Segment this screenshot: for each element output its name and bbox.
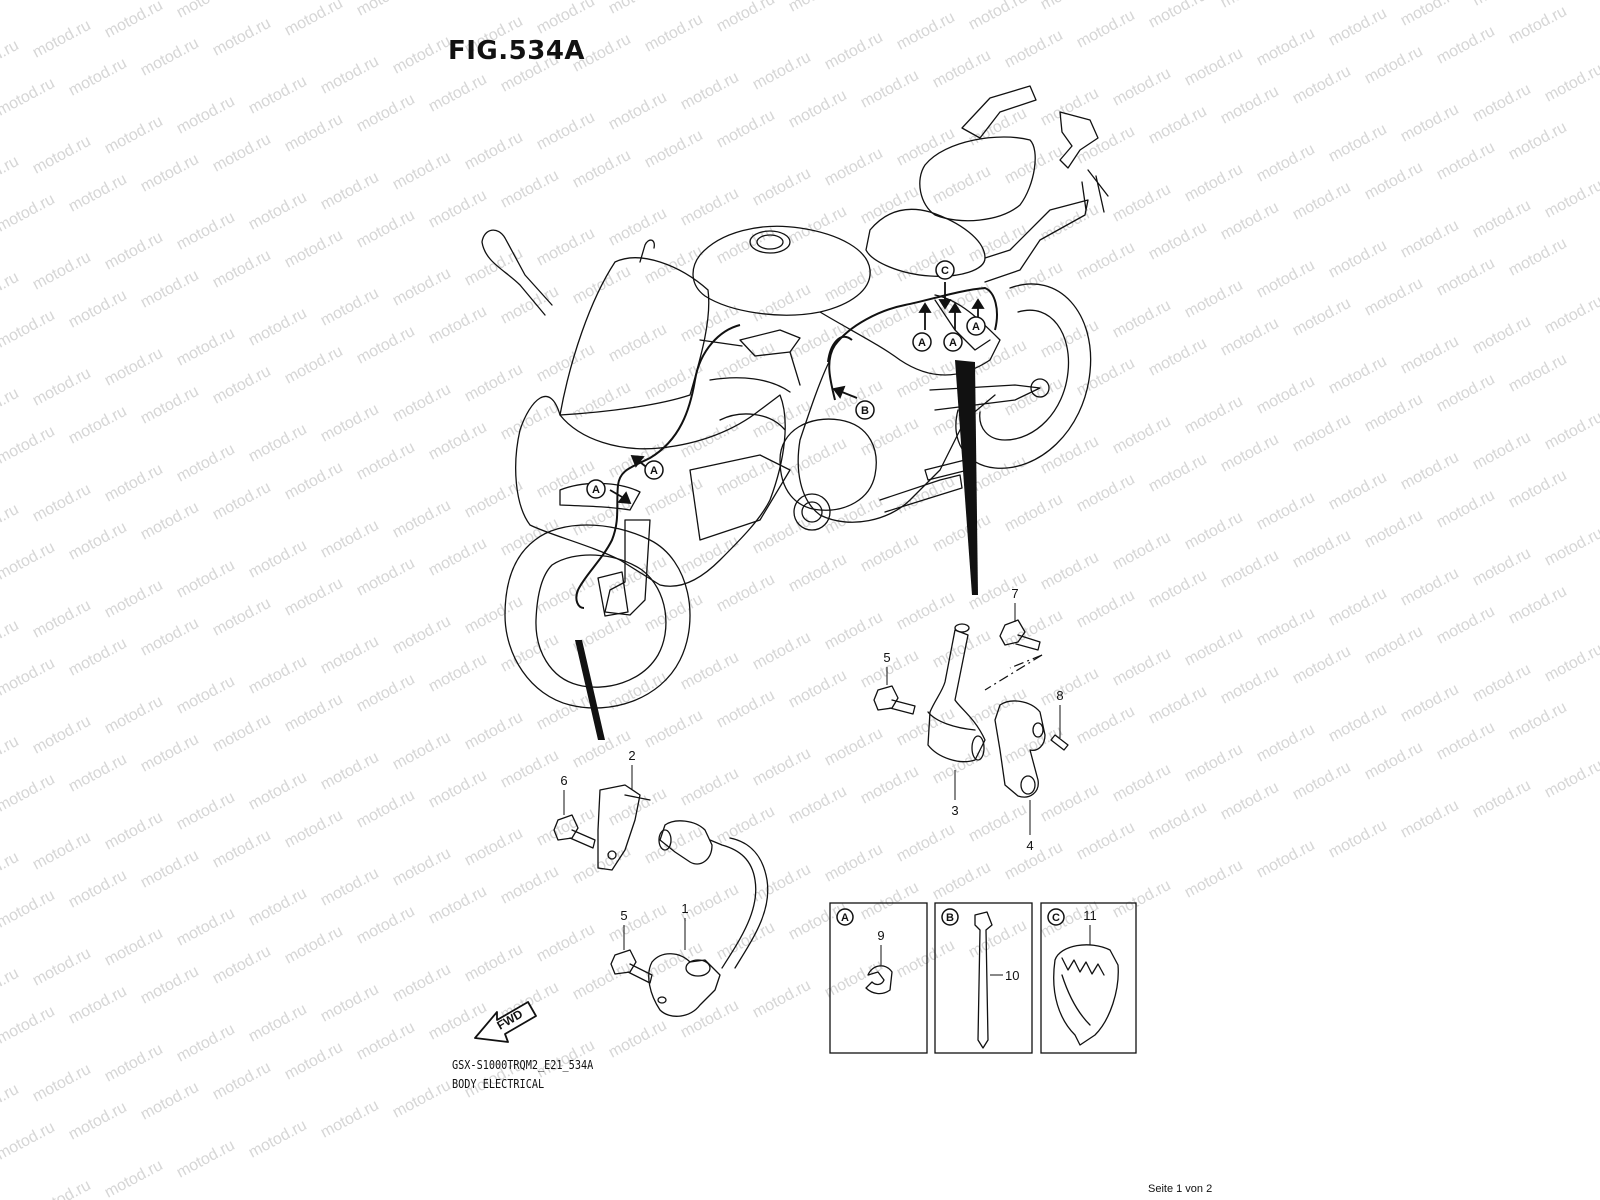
svg-text:B: B: [861, 405, 869, 417]
callout-a-bike-5: A: [586, 479, 606, 499]
shock: [934, 299, 991, 351]
detail-box-b: B 10: [934, 902, 1033, 1054]
front-fairing: [515, 394, 786, 587]
page-indicator: Seite 1 von 2: [1148, 1183, 1213, 1195]
model-code: GSX-S1000TRQM2_E21_534A: [452, 1058, 594, 1072]
rear-rack-arm: [1059, 111, 1099, 169]
engine-cover: [793, 493, 831, 531]
rear-sensor-leader: [955, 360, 978, 595]
harness-branch: [827, 335, 853, 363]
callout-a-bike-1: A: [912, 332, 932, 352]
brake-lever: [699, 339, 801, 386]
pin: [1050, 734, 1069, 751]
front-sensor-leader: [575, 640, 605, 740]
fairing-line-1: [709, 377, 791, 393]
rear-bracket-bolt: [999, 619, 1041, 651]
front-wheel: [504, 524, 691, 709]
svg-text:A: A: [949, 337, 957, 349]
svg-text:A: A: [650, 465, 658, 477]
detail-box-b-letter: B: [946, 912, 954, 924]
bolt-centerline: [984, 654, 1043, 691]
svg-text:A: A: [918, 337, 926, 349]
rear-sensor-harness: [828, 287, 998, 401]
fairing-side-panel: [689, 454, 791, 541]
front-sensor-group: 2 6 5 1: [553, 748, 769, 1017]
rear-seat: [919, 136, 1036, 222]
front-fork: [604, 519, 651, 616]
rear-wheel: [955, 283, 1092, 469]
rear-wheel-inner: [979, 309, 1070, 441]
part-number-7: 7: [1011, 586, 1018, 601]
rear-wheel-speed-sensor: [927, 629, 986, 763]
rear-axle: [1030, 378, 1050, 398]
section-name: BODY ELECTRICAL: [452, 1077, 545, 1091]
callout-a-bike-3: A: [966, 316, 986, 336]
detail-box-a: A 9: [829, 902, 928, 1054]
headlight: [559, 482, 641, 511]
front-sensor-harness: [575, 324, 741, 609]
engine-block: [779, 418, 877, 511]
detail-box-c: C 11: [1040, 902, 1137, 1054]
part-number-5-front: 5: [620, 908, 627, 923]
windscreen: [559, 257, 710, 416]
callout-b-bike: B: [855, 400, 875, 420]
svg-text:C: C: [941, 265, 949, 277]
fuel-cap: [749, 230, 791, 254]
front-sensor-bracket: [597, 784, 651, 871]
callout-a-bike-2: A: [943, 332, 963, 352]
part-number-6: 6: [560, 773, 567, 788]
part-number-9: 9: [877, 928, 884, 943]
tail-bracket: [1081, 169, 1109, 213]
part-number-2: 2: [628, 748, 635, 763]
motorcycle-illustration: C A A A B A A: [481, 85, 1109, 740]
sensor-cable: [709, 839, 757, 969]
part-number-3: 3: [951, 803, 958, 818]
rear-sensor-group: 7 5 8 3 4: [873, 586, 1069, 853]
detail-box-a-letter: A: [841, 912, 849, 924]
swingarm: [929, 384, 1041, 411]
part-number-10: 10: [1005, 968, 1019, 983]
svg-text:A: A: [972, 321, 980, 333]
detail-box-c-letter: C: [1052, 912, 1060, 924]
frame-main: [819, 294, 1001, 376]
mirror-left: [481, 229, 553, 316]
exhaust: [879, 474, 963, 513]
fwd-arrow: FWD: [474, 1001, 537, 1043]
front-sensor-bolt: [610, 949, 653, 984]
grommet: [659, 820, 713, 865]
part-number-8: 8: [1056, 688, 1063, 703]
figure-title: FIG.534A: [448, 36, 586, 66]
callout-c-bike: C: [935, 260, 955, 280]
bracket-bolt: [553, 814, 596, 849]
cable-tie: [974, 911, 993, 1049]
tail-cowl: [984, 199, 1089, 283]
part-number-11: 11: [1083, 908, 1097, 923]
footpeg: [924, 459, 969, 481]
front-wheel-speed-sensor: [648, 953, 721, 1017]
fairing-line-2: [719, 413, 786, 431]
part-number-5-rear: 5: [883, 650, 890, 665]
callout-a-bike-4: A: [644, 460, 664, 480]
rear-sensor-bracket: [994, 700, 1046, 798]
handlebar: [739, 329, 801, 357]
frame-lower: [797, 359, 996, 523]
svg-text:A: A: [592, 484, 600, 496]
harness-clip: [865, 965, 893, 995]
front-wheel-rim: [535, 554, 667, 688]
rear-sensor-bolt: [873, 685, 916, 715]
engine-cover-inner: [801, 501, 823, 523]
part-number-1: 1: [681, 901, 688, 916]
fuel-tank: [692, 225, 871, 316]
rider-seat: [865, 208, 986, 277]
harness-clamp: [1053, 944, 1119, 1046]
brake-caliper: [597, 571, 629, 617]
mirror-right: [639, 239, 655, 263]
rear-rack: [961, 85, 1037, 139]
part-number-4: 4: [1026, 838, 1033, 853]
fuel-cap-inner: [756, 234, 784, 250]
